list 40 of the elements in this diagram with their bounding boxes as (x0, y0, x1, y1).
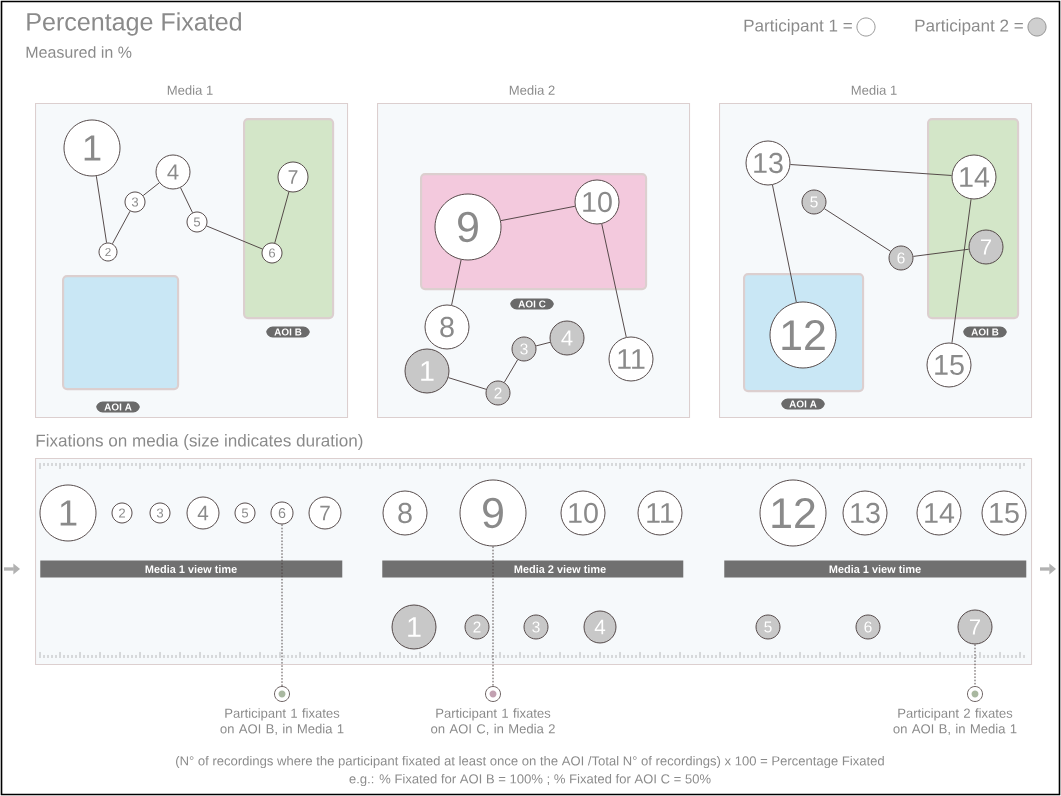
scanpath-line (601, 223, 627, 338)
legend-text: Participant 2 = (915, 19, 1023, 35)
scanpath-line (951, 198, 972, 344)
scanpath-line (451, 259, 462, 306)
node-label: Media 1 (851, 85, 897, 95)
view-time-bar: Media 2 view time (382, 560, 684, 578)
scanpath-line (772, 184, 797, 303)
scanpath-line (142, 182, 160, 196)
legend-text: Participant 1 = (744, 19, 852, 35)
scanpath-line (206, 225, 263, 250)
view-time-bar: Media 1 view time (724, 560, 1027, 578)
node-label: Media 1 (167, 85, 213, 95)
node-label: Media 2 (509, 85, 555, 95)
scanpath-line (503, 359, 519, 383)
aoi-tag: AOI B (963, 326, 1007, 338)
view-time-bar: Media 1 view time (40, 560, 343, 578)
marker-caption: Participant 1 fixates on AOI C, in Media 2 (431, 708, 555, 735)
scanpath-line (180, 187, 193, 214)
formula-note: (N° of recordings where the participant fixated at least once on the AOI /Total N° of recordings) x 100 = Percentage Fixated (176, 755, 884, 769)
formula-note: e.g.: % Fixated for AOI B = 100% ; % Fixated for AOI C = 50% (349, 773, 711, 787)
scanpath-line (448, 377, 487, 390)
aoi-tag: AOI B (266, 326, 310, 338)
subtitle: Measured in % (26, 46, 132, 58)
scanpath-line (789, 164, 953, 176)
marker-caption: Participant 2 fixates on AOI B, in Media 1 (893, 708, 1017, 735)
title: Percentage Fixated (27, 12, 241, 36)
leader-line (974, 644, 976, 687)
scanpath-line (274, 191, 290, 244)
aoi-tag: AOI A (96, 401, 140, 413)
scanpath-line (112, 210, 131, 245)
aoi-tag: AOI A (781, 398, 825, 410)
aoi-tag: AOI C (510, 298, 554, 310)
scanpath-line (95, 175, 108, 244)
scanpath-line (535, 341, 551, 347)
scanpath-line (500, 205, 576, 222)
scanpath-line (912, 248, 970, 257)
marker-caption: Participant 1 fixates on AOI B, in Media 1 (220, 708, 344, 735)
scanpath-line (824, 208, 891, 252)
leader-line (492, 546, 494, 687)
leader-line (281, 524, 283, 687)
